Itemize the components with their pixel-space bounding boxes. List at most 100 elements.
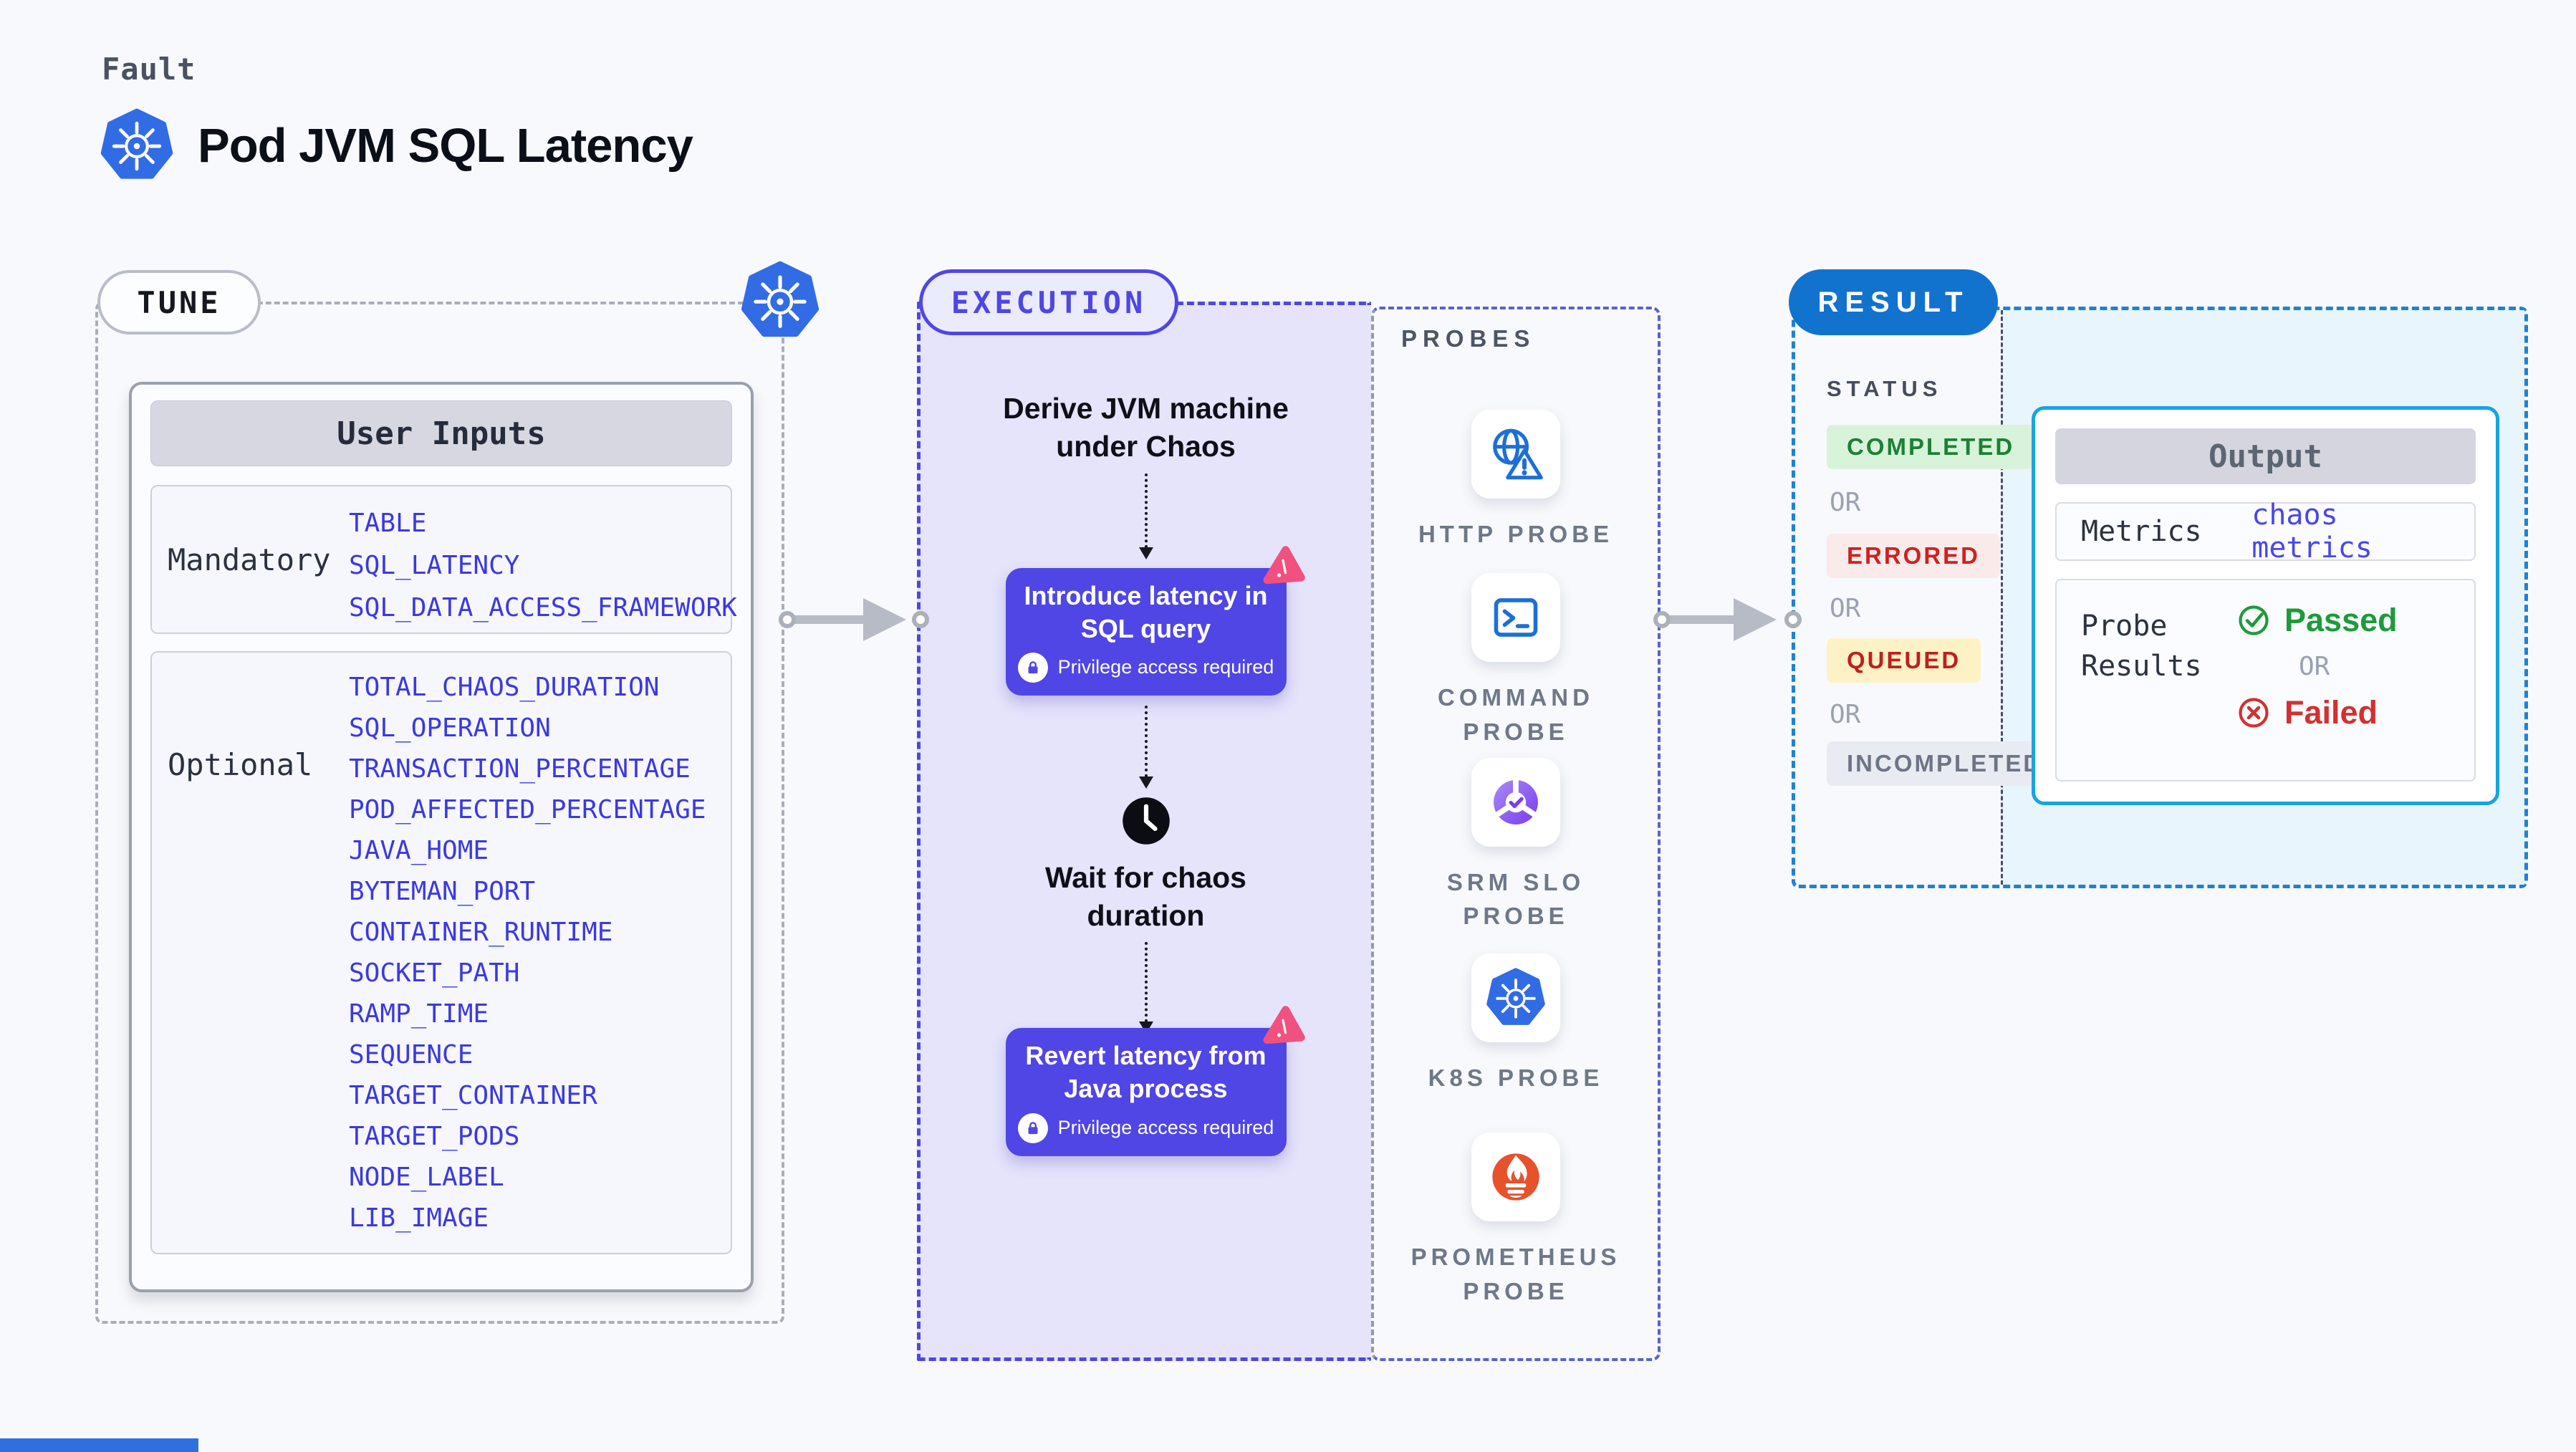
- status-badge-completed: COMPLETED: [1827, 425, 2035, 469]
- probe-item-k8s: K8S PROBE: [1405, 953, 1627, 1095]
- kubernetes-icon: [99, 107, 175, 183]
- execution-section: Derive JVM machine under Chaos Introduce…: [917, 302, 1371, 1361]
- connector-dot: [1784, 611, 1802, 628]
- probe-item-command: COMMAND PROBE: [1405, 572, 1627, 749]
- param-item: SQL_OPERATION: [349, 713, 551, 743]
- mandatory-param-list: TABLE SQL_LATENCY SQL_DATA_ACCESS_FRAMEW…: [349, 491, 737, 629]
- status-or: OR: [1830, 700, 1861, 729]
- privilege-note: Privilege access required: [1057, 1117, 1274, 1138]
- chaos-icon: [1258, 542, 1308, 592]
- flow-connector: [1138, 473, 1153, 559]
- prometheus-icon: [1471, 1133, 1560, 1222]
- arrow-probes-to-result: [1653, 598, 1804, 641]
- privilege-row: Privilege access required: [1014, 1112, 1278, 1143]
- param-item: RAMP_TIME: [349, 999, 489, 1029]
- status-or: OR: [1830, 488, 1861, 517]
- title-row: Pod JVM SQL Latency: [99, 107, 693, 183]
- status-badge-incompleted: INCOMPLETED: [1827, 741, 2063, 786]
- clock-icon: [1118, 793, 1174, 849]
- fault-eyebrow: Fault: [102, 52, 196, 87]
- derive-step-text: Derive JVM machine under Chaos: [1003, 392, 1289, 463]
- connector-dot: [912, 611, 929, 628]
- optional-label: Optional: [168, 747, 313, 782]
- user-inputs-header: User Inputs: [150, 400, 732, 466]
- flow-connector: [1138, 705, 1153, 789]
- metrics-row: Metrics chaos metrics: [2055, 499, 2476, 564]
- wait-step-text: Wait for chaos duration: [1045, 860, 1246, 933]
- failed-row: Failed: [2236, 694, 2378, 731]
- connector-dot: [1653, 611, 1671, 628]
- globe-alert-icon: [1471, 410, 1560, 499]
- probes-list: HTTP PROBE COMMAND PROBE SRM SLO PROBE K…: [1374, 309, 1658, 1358]
- connector-dot: [779, 611, 796, 628]
- param-item: TARGET_CONTAINER: [349, 1081, 597, 1110]
- param-item: SEQUENCE: [349, 1040, 474, 1069]
- param-item: SQL_DATA_ACCESS_FRAMEWORK: [349, 592, 737, 622]
- param-item: BYTEMAN_PORT: [349, 877, 536, 906]
- arrow-shaft: [793, 615, 863, 624]
- user-inputs-card: User Inputs Mandatory TABLE SQL_LATENCY …: [129, 382, 754, 1292]
- slo-gauge-icon: [1471, 757, 1560, 847]
- probe-results-row: Probe Results Passed OR Failed: [2055, 579, 2476, 782]
- privilege-note: Privilege access required: [1057, 656, 1274, 678]
- probe-name: SRM SLO PROBE: [1446, 868, 1585, 930]
- probes-section: PROBES HTTP PROBE COMMAND PROBE SRM SLO …: [1371, 307, 1661, 1361]
- execution-flow: Derive JVM machine under Chaos Introduce…: [921, 305, 1371, 1357]
- probe-item-http: HTTP PROBE: [1405, 410, 1627, 552]
- lock-icon: [1017, 652, 1048, 683]
- check-circle-icon: [2236, 602, 2272, 638]
- flow-connector: [1138, 942, 1153, 1034]
- probe-results-label: Probe Results: [2081, 610, 2202, 683]
- probe-results-values: Passed OR Failed: [2236, 580, 2474, 780]
- param-item: TABLE: [349, 508, 427, 538]
- status-badge-errored: ERRORED: [1827, 534, 2001, 578]
- page-title: Pod JVM SQL Latency: [198, 118, 693, 173]
- introduce-latency-card: Introduce latency in SQL query Privilege…: [1005, 568, 1287, 696]
- probe-item-srm-slo: SRM SLO PROBE: [1405, 757, 1627, 934]
- failed-label: Failed: [2284, 694, 2378, 731]
- param-item: JAVA_HOME: [349, 836, 489, 865]
- result-section: STATUS COMPLETED OR ERRORED OR QUEUED OR…: [1792, 307, 2528, 888]
- status-badge-queued: QUEUED: [1827, 638, 1981, 683]
- lock-icon: [1017, 1112, 1048, 1143]
- status-or: OR: [1830, 594, 1861, 623]
- execution-pill: EXECUTION: [919, 269, 1178, 335]
- param-item: TARGET_PODS: [349, 1122, 520, 1151]
- x-circle-icon: [2236, 695, 2272, 731]
- probe-name: K8S PROBE: [1428, 1064, 1604, 1092]
- optional-params-group: Optional TOTAL_CHAOS_DURATION SQL_OPERAT…: [150, 651, 732, 1254]
- arrow-shaft: [1669, 615, 1734, 624]
- tune-section: [95, 302, 784, 1324]
- param-item: SOCKET_PATH: [349, 958, 520, 988]
- privilege-row: Privilege access required: [1014, 652, 1278, 683]
- result-pill: RESULT: [1789, 269, 1998, 335]
- probe-name: COMMAND PROBE: [1438, 683, 1594, 745]
- kubernetes-icon: [1471, 953, 1560, 1043]
- mandatory-label: Mandatory: [168, 542, 331, 577]
- status-label: STATUS: [1827, 376, 1943, 401]
- output-or: OR: [2299, 652, 2330, 681]
- metrics-value: chaos metrics: [2251, 499, 2373, 564]
- param-item: SQL_LATENCY: [349, 550, 520, 580]
- probe-name: PROMETHEUS PROBE: [1410, 1244, 1621, 1304]
- output-header: Output: [2055, 428, 2476, 484]
- card-title: Introduce latency in SQL query: [1024, 580, 1268, 643]
- probe-name: HTTP PROBE: [1418, 521, 1614, 547]
- kubernetes-icon: [739, 260, 821, 342]
- param-item: POD_AFFECTED_PERCENTAGE: [349, 795, 706, 824]
- arrow-tune-to-execution: [779, 598, 929, 641]
- mandatory-params-group: Mandatory TABLE SQL_LATENCY SQL_DATA_ACC…: [150, 485, 737, 634]
- card-title: Revert latency from Java process: [1025, 1041, 1267, 1104]
- chaos-icon: [1258, 1003, 1308, 1053]
- terminal-icon: [1471, 572, 1560, 662]
- probes-label: PROBES: [1401, 325, 1536, 352]
- param-item: LIB_IMAGE: [349, 1203, 489, 1233]
- tune-pill: TUNE: [97, 270, 261, 335]
- probe-item-prometheus: PROMETHEUS PROBE: [1405, 1133, 1627, 1309]
- passed-label: Passed: [2284, 602, 2398, 638]
- param-item: CONTAINER_RUNTIME: [349, 918, 613, 947]
- passed-row: Passed: [2236, 602, 2398, 639]
- arrow-head: [1734, 598, 1777, 641]
- param-item: TRANSACTION_PERCENTAGE: [349, 754, 691, 784]
